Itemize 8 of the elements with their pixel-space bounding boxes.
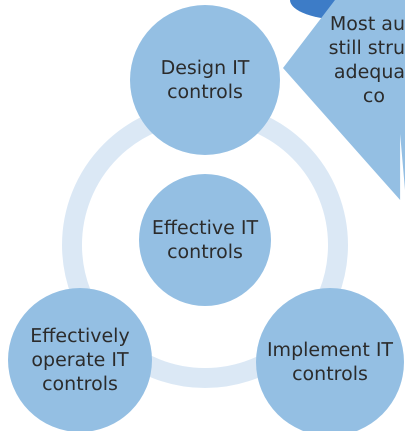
node-label: co: [362, 84, 385, 108]
node-label: Implement IT controls: [266, 338, 394, 386]
node-label: Most au: [330, 12, 405, 36]
node-label: Effectively operate IT controls: [29, 324, 131, 396]
node-label: still stru: [328, 36, 405, 60]
node-label: Design IT controls: [160, 56, 250, 104]
node-label: adequa: [334, 60, 405, 84]
node-label: Effective IT controls: [150, 216, 260, 264]
